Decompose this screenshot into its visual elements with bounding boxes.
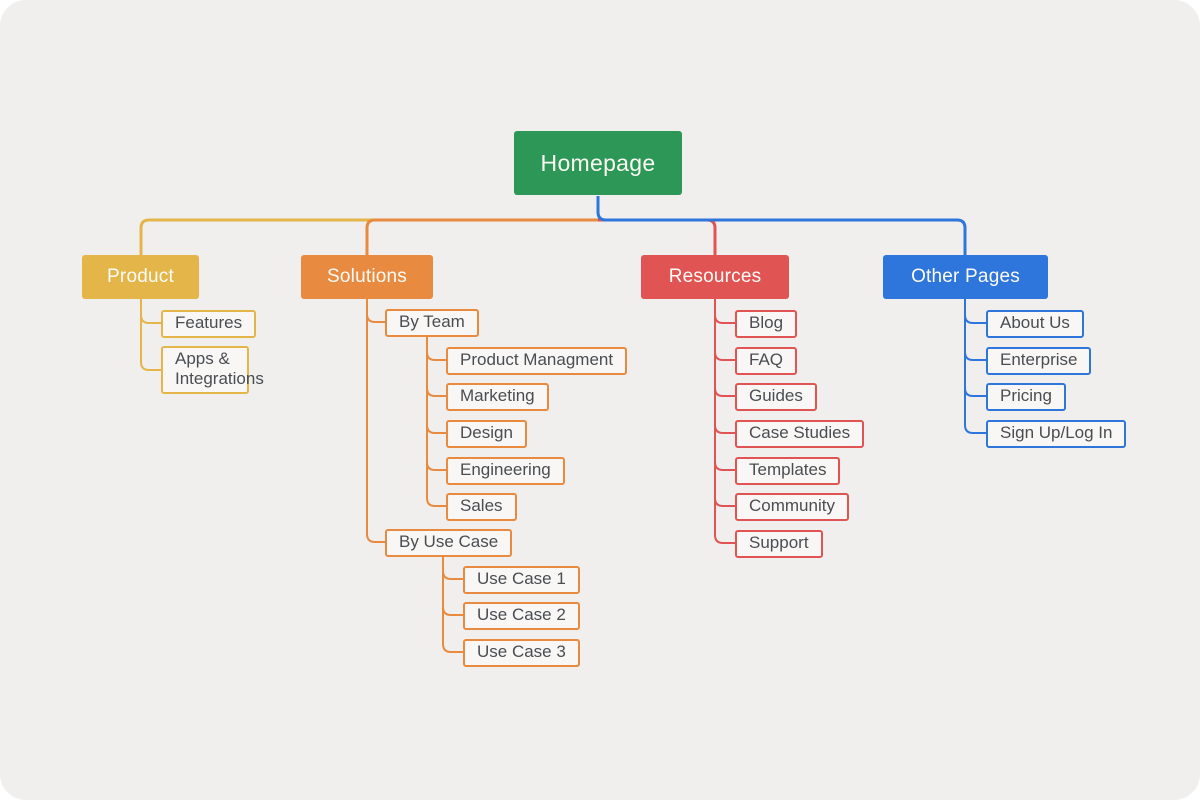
node-about-us[interactable]: About Us: [986, 310, 1084, 338]
node-guides[interactable]: Guides: [735, 383, 817, 411]
node-by-team[interactable]: By Team: [385, 309, 479, 337]
node-sign-up-log-in[interactable]: Sign Up/Log In: [986, 420, 1127, 448]
node-marketing[interactable]: Marketing: [446, 383, 549, 411]
node-pricing[interactable]: Pricing: [986, 383, 1066, 411]
node-community[interactable]: Community: [735, 493, 849, 521]
node-apps-integrations[interactable]: Apps & Integrations: [161, 346, 264, 394]
node-use-case-3[interactable]: Use Case 3: [463, 639, 580, 667]
node-resources[interactable]: Resources: [641, 255, 789, 299]
node-product-managment[interactable]: Product Managment: [446, 347, 628, 375]
node-product[interactable]: Product: [82, 255, 199, 299]
node-support[interactable]: Support: [735, 530, 823, 558]
node-solutions[interactable]: Solutions: [301, 255, 433, 299]
node-homepage[interactable]: Homepage: [514, 131, 682, 195]
node-enterprise[interactable]: Enterprise: [986, 347, 1092, 375]
node-by-use-case[interactable]: By Use Case: [385, 529, 513, 557]
node-faq[interactable]: FAQ: [735, 347, 798, 375]
node-features[interactable]: Features: [161, 310, 257, 338]
node-templates[interactable]: Templates: [735, 457, 841, 485]
node-design[interactable]: Design: [446, 420, 527, 448]
node-engineering[interactable]: Engineering: [446, 457, 565, 485]
node-use-case-2[interactable]: Use Case 2: [463, 602, 580, 630]
node-use-case-1[interactable]: Use Case 1: [463, 566, 580, 594]
node-case-studies[interactable]: Case Studies: [735, 420, 865, 448]
node-other-pages[interactable]: Other Pages: [883, 255, 1048, 299]
node-sales[interactable]: Sales: [446, 493, 517, 521]
node-blog[interactable]: Blog: [735, 310, 798, 338]
